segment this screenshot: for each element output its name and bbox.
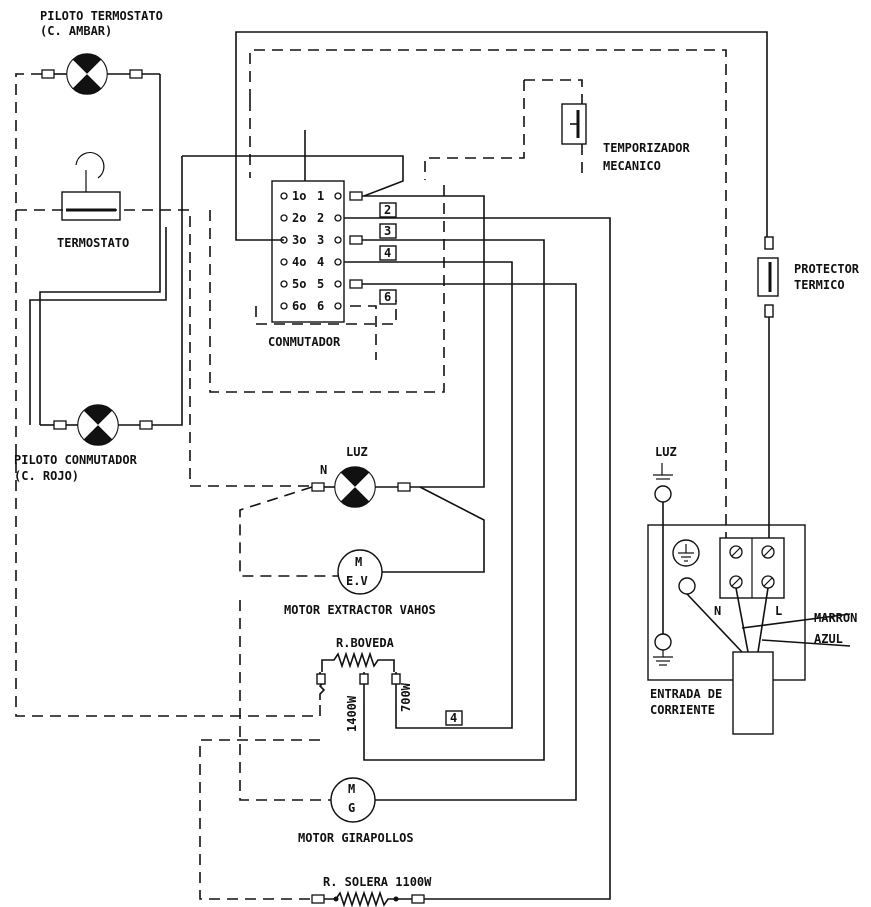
switch-pos-2o: 2o (292, 211, 306, 225)
fan-motor: M E.V MOTOR EXTRACTOR VAHOS (284, 549, 436, 617)
protector-label-2: TERMICO (794, 278, 845, 292)
spit-motor-g: G (348, 801, 355, 815)
fan-motor-label: MOTOR EXTRACTOR VAHOS (284, 603, 436, 617)
fan-motor-m: M (355, 555, 362, 569)
thermostat-label: TERMOSTATO (57, 236, 129, 250)
top-heater-label: R.BOVEDA (336, 636, 395, 650)
tag-2: 2 (384, 203, 391, 217)
switch-pos-4o: 4o (292, 255, 306, 269)
pilot-switch-lamp-icon (77, 404, 119, 446)
oven-light: LUZ N (311, 445, 411, 508)
top-heater-700w: 700W (399, 682, 413, 712)
inlet-n-label: N (714, 604, 721, 618)
switch-out-6: 6 (317, 299, 324, 313)
top-heater-1400w: 1400W (345, 695, 359, 732)
thermostat: TERMOSTATO (57, 152, 129, 250)
light-label: LUZ (346, 445, 368, 459)
thermal-protector: PROTECTOR TERMICO (757, 236, 860, 318)
light-lamp-icon (334, 466, 376, 508)
bottom-heater-label: R. SOLERA 1100W (323, 875, 432, 889)
protector-label-1: PROTECTOR (794, 262, 860, 276)
power-inlet: N L MARRON AZUL ENTRADA DE CORRIENTE (647, 524, 857, 735)
switch-out-1: 1 (317, 189, 324, 203)
pilot-switch-color: (C. ROJO) (14, 469, 79, 483)
tag-4: 4 (384, 246, 391, 260)
spit-motor: M G MOTOR GIRAPOLLOS (298, 777, 414, 845)
pilot-thermostat-color: (C. AMBAR) (40, 24, 112, 38)
brown-wire-label: MARRON (814, 611, 857, 625)
inlet-l-label: L (775, 604, 782, 618)
tag-3: 3 (384, 224, 391, 238)
timer-label-1: TEMPORIZADOR (603, 141, 690, 155)
blue-wire-label: AZUL (814, 632, 843, 646)
switch-out-5: 5 (317, 277, 324, 291)
inlet-label-2: CORRIENTE (650, 703, 715, 717)
switch-pos-1o: 1o (292, 189, 306, 203)
switch-pos-6o: 6o (292, 299, 306, 313)
pilot-thermostat: PILOTO TERMOSTATO (C. AMBAR) (40, 9, 163, 95)
fan-motor-ev: E.V (346, 574, 368, 588)
switch-pos-5o: 5o (292, 277, 306, 291)
spit-motor-label: MOTOR GIRAPOLLOS (298, 831, 414, 845)
selector-switch: CONMUTADOR 1o 2o 3o 4o 5o 6o 1 2 3 4 5 6 (268, 180, 363, 349)
pilot-thermostat-lamp-icon (66, 53, 108, 95)
tag-6: 6 (384, 290, 391, 304)
supply-light-symbol: LUZ (653, 445, 677, 666)
neutral-wires (15, 49, 727, 900)
inlet-label-1: ENTRADA DE (650, 687, 722, 701)
pilot-switch-label: PILOTO CONMUTADOR (14, 453, 138, 467)
mechanical-timer: TEMPORIZADOR MECANICO (561, 103, 690, 173)
supply-light-label: LUZ (655, 445, 677, 459)
switch-out-2: 2 (317, 211, 324, 225)
wire-tags: 2 3 4 6 4 (379, 202, 463, 726)
switch-pos-3o: 3o (292, 233, 306, 247)
tag-4-boveda: 4 (450, 711, 457, 725)
switch-out-3: 3 (317, 233, 324, 247)
top-heater: R.BOVEDA 1400W 700W (316, 636, 413, 732)
thermostat-knob-icon (75, 152, 105, 179)
light-n-label: N (320, 463, 327, 477)
switch-out-4: 4 (317, 255, 324, 269)
bottom-heater: R. SOLERA 1100W (311, 875, 432, 907)
switch-label: CONMUTADOR (268, 335, 341, 349)
pilot-switch: PILOTO CONMUTADOR (C. ROJO) (14, 404, 153, 483)
spit-motor-m: M (348, 782, 355, 796)
timer-label-2: MECANICO (603, 159, 661, 173)
solid-wires (29, 31, 770, 900)
pilot-thermostat-label: PILOTO TERMOSTATO (40, 9, 163, 23)
